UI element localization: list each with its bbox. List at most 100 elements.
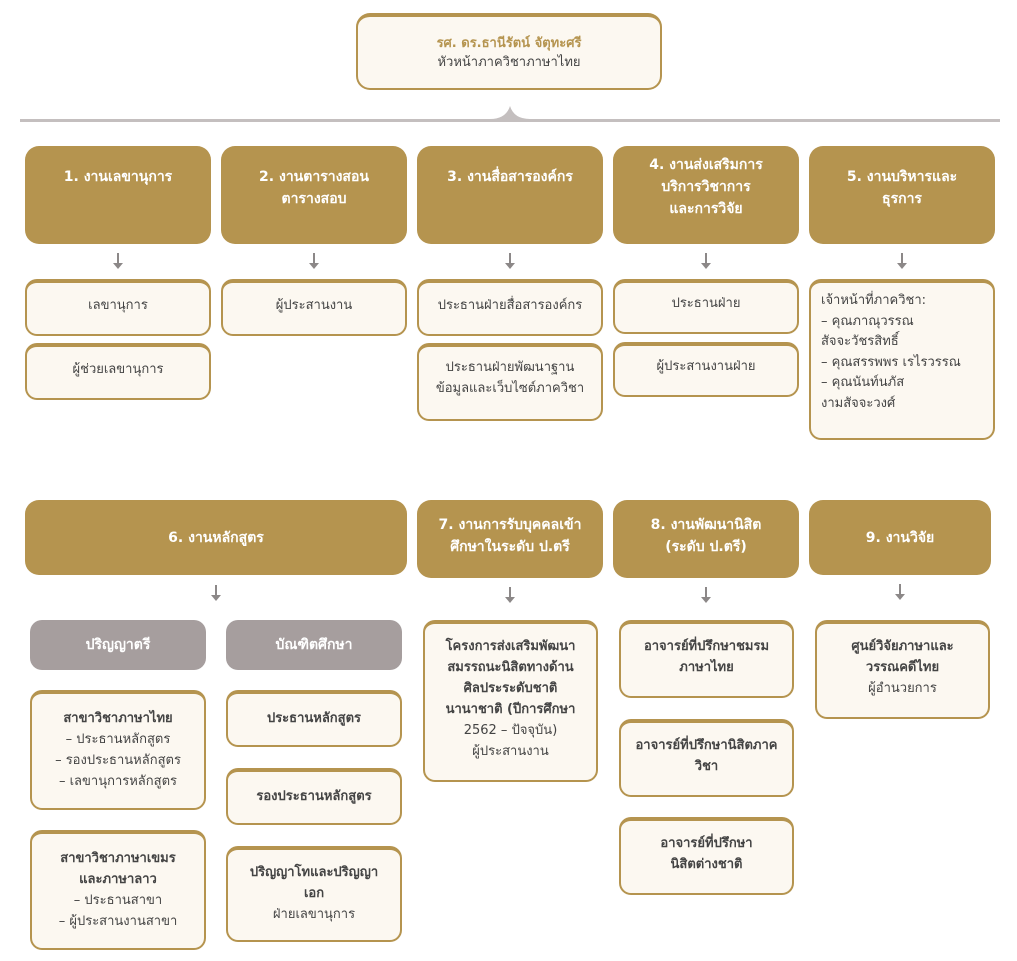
leaf-title: และภาษาลาว <box>79 872 157 887</box>
leaf-text: – เลขานุการหลักสูตร <box>58 774 178 789</box>
header-line: 5. งานบริหารและ <box>846 169 958 185</box>
header-line: 8. งานพัฒนานิสิต <box>650 517 762 533</box>
arrow-down-icon <box>500 253 520 269</box>
leaf-text: ผู้ประสานงานฝ่าย <box>656 359 756 374</box>
header-line: บริการวิชาการ <box>661 179 751 195</box>
head-title: หัวหน้าภาควิชาภาษาไทย <box>437 54 581 70</box>
leaf-assistant-secretary: ผู้ช่วยเลขานุการ <box>25 343 211 400</box>
leaf-text: ข้อมูลและเว็บไซต์ภาควิชา <box>435 381 585 396</box>
header-administration: 5. งานบริหารและธุรการ <box>809 146 995 244</box>
leaf-text: ผู้ประสานงาน <box>275 298 353 313</box>
leaf-title: อาจารย์ที่ปรึกษานิสิตภาค <box>635 738 778 753</box>
leaf-title: สาขาวิชาภาษาไทย <box>63 711 173 726</box>
header-line: 6. งานหลักสูตร <box>168 529 264 546</box>
leaf-text: – ประธานสาขา <box>73 893 163 908</box>
leaf-text: – รองประธานหลักสูตร <box>55 753 181 768</box>
header-line: 3. งานสื่อสารองค์กร <box>447 169 573 185</box>
leaf-text: เจ้าหน้าที่ภาควิชา: <box>821 293 927 308</box>
leaf-title: โครงการส่งเสริมพัฒนา <box>445 639 576 654</box>
leaf-admission-project: โครงการส่งเสริมพัฒนา สมรรถนะนิสิตทางด้าน… <box>423 620 598 782</box>
leaf-title: ศิลประระดับชาติ <box>463 681 558 696</box>
header-admission: 7. งานการรับบุคคลเข้าศึกษาในระดับ ป.ตรี <box>417 500 603 578</box>
head-name: รศ. ดร.ธานีรัตน์ จัตุทะศรี <box>436 35 582 51</box>
header-line: 9. งานวิจัย <box>865 529 935 546</box>
header-timetable: 2. งานตารางสอนตารางสอบ <box>221 146 407 244</box>
arrow-down-icon <box>892 253 912 269</box>
header-student-development: 8. งานพัฒนานิสิต (ระดับ ป.ตรี) <box>613 500 799 578</box>
leaf-grad-chair: ประธานหลักสูตร <box>226 690 402 747</box>
leaf-text: ฝ่ายเลขานุการ <box>272 907 356 922</box>
leaf-title: ปริญญาโทและปริญญา <box>249 865 379 880</box>
leaf-text: ผู้ประสานงาน <box>472 744 549 759</box>
leaf-title: รองประธานหลักสูตร <box>256 789 372 804</box>
header-line: (ระดับ ป.ตรี) <box>665 539 747 555</box>
leaf-text: สัจจะวัชรสิทธิ์ <box>821 334 899 349</box>
header-line: ตารางสอบ <box>281 191 347 207</box>
leaf-title: วรรณคดีไทย <box>865 660 940 675</box>
arrow-down-icon <box>304 253 324 269</box>
leaf-text: – ประธานหลักสูตร <box>65 732 171 747</box>
leaf-text: ประธานฝ่ายพัฒนาฐาน <box>445 360 575 375</box>
leaf-international-advisor: อาจารย์ที่ปรึกษา นิสิตต่างชาติ <box>619 817 794 895</box>
root-card: รศ. ดร.ธานีรัตน์ จัตุทะศรี หัวหน้าภาควิช… <box>356 13 662 90</box>
arrow-down-icon <box>108 253 128 269</box>
header-line: 7. งานการรับบุคคลเข้า <box>438 517 582 533</box>
leaf-text: ผู้ช่วยเลขานุการ <box>72 362 164 377</box>
arrow-down-icon <box>206 585 226 601</box>
group-label: ปริญญาตรี <box>85 637 151 653</box>
leaf-title: นิสิตต่างชาติ <box>670 857 743 872</box>
leaf-text: ผู้อำนวยการ <box>868 681 937 696</box>
leaf-title: นานาชาติ (ปีการศึกษา <box>445 702 576 717</box>
header-communications: 3. งานสื่อสารองค์กร <box>417 146 603 244</box>
header-academic-service: 4. งานส่งเสริมการบริการวิชาการและการวิจั… <box>613 146 799 244</box>
leaf-department-staff: เจ้าหน้าที่ภาควิชา: – คุณภาณุวรรณ สัจจะว… <box>809 279 995 440</box>
header-line: และการวิจัย <box>669 201 743 217</box>
leaf-secretary: เลขานุการ <box>25 279 211 336</box>
group-bachelor: ปริญญาตรี <box>30 620 206 670</box>
leaf-text: เลขานุการ <box>88 298 148 313</box>
connector-line <box>20 104 1000 124</box>
leaf-club-advisor: อาจารย์ที่ปรึกษาชมรม ภาษาไทย <box>619 620 794 698</box>
leaf-text: 2562 – ปัจจุบัน) <box>463 723 558 738</box>
leaf-text: ประธานฝ่าย <box>671 296 741 311</box>
leaf-title: วิชา <box>694 759 719 774</box>
leaf-title: อาจารย์ที่ปรึกษา <box>660 836 753 851</box>
header-line: 4. งานส่งเสริมการ <box>649 157 763 173</box>
leaf-title: ประธานหลักสูตร <box>266 711 362 726</box>
leaf-text: – คุณสรรพพร เรไรวรรณ <box>821 354 961 370</box>
leaf-text: – ผู้ประสานงานสาขา <box>58 914 178 929</box>
arrow-down-icon <box>890 584 910 600</box>
leaf-coordinator: ผู้ประสานงาน <box>221 279 407 336</box>
leaf-text: ประธานฝ่ายสื่อสารองค์กร <box>437 298 583 313</box>
leaf-service-chair: ประธานฝ่าย <box>613 279 799 334</box>
header-curriculum: 6. งานหลักสูตร <box>25 500 407 575</box>
header-line: ศึกษาในระดับ ป.ตรี <box>450 539 570 555</box>
leaf-service-coordinator: ผู้ประสานงานฝ่าย <box>613 342 799 397</box>
leaf-master-doctoral: ปริญญาโทและปริญญา เอก ฝ่ายเลขานุการ <box>226 846 402 942</box>
leaf-title: ศูนย์วิจัยภาษาและ <box>851 639 954 654</box>
leaf-text: – คุณภาณุวรรณ <box>821 313 914 329</box>
leaf-grad-vice-chair: รองประธานหลักสูตร <box>226 768 402 825</box>
header-secretariat: 1. งานเลขานุการ <box>25 146 211 244</box>
leaf-research-center: ศูนย์วิจัยภาษาและ วรรณคดีไทย ผู้อำนวยการ <box>815 620 990 719</box>
leaf-khmer-lao-program: สาขาวิชาภาษาเขมร และภาษาลาว – ประธานสาขา… <box>30 830 206 950</box>
leaf-title: เอก <box>303 886 325 901</box>
header-research: 9. งานวิจัย <box>809 500 991 575</box>
group-label: บัณฑิตศึกษา <box>275 637 353 653</box>
leaf-department-advisor: อาจารย์ที่ปรึกษานิสิตภาค วิชา <box>619 719 794 797</box>
group-graduate: บัณฑิตศึกษา <box>226 620 402 670</box>
leaf-comm-chair: ประธานฝ่ายสื่อสารองค์กร <box>417 279 603 336</box>
leaf-thai-program: สาขาวิชาภาษาไทย – ประธานหลักสูตร – รองปร… <box>30 690 206 810</box>
leaf-title: สาขาวิชาภาษาเขมร <box>60 851 176 866</box>
arrow-down-icon <box>696 253 716 269</box>
leaf-web-chair: ประธานฝ่ายพัฒนาฐาน ข้อมูลและเว็บไซต์ภาคว… <box>417 343 603 421</box>
leaf-title: ภาษาไทย <box>679 660 734 675</box>
leaf-text: งามสัจจะวงศ์ <box>821 395 896 411</box>
header-line: 2. งานตารางสอน <box>259 169 369 185</box>
arrow-down-icon <box>500 587 520 603</box>
leaf-title: อาจารย์ที่ปรึกษาชมรม <box>643 639 770 654</box>
leaf-title: สมรรถนะนิสิตทางด้าน <box>447 660 574 675</box>
header-line: 1. งานเลขานุการ <box>63 169 173 185</box>
arrow-down-icon <box>696 587 716 603</box>
header-line: ธุรการ <box>882 191 922 207</box>
